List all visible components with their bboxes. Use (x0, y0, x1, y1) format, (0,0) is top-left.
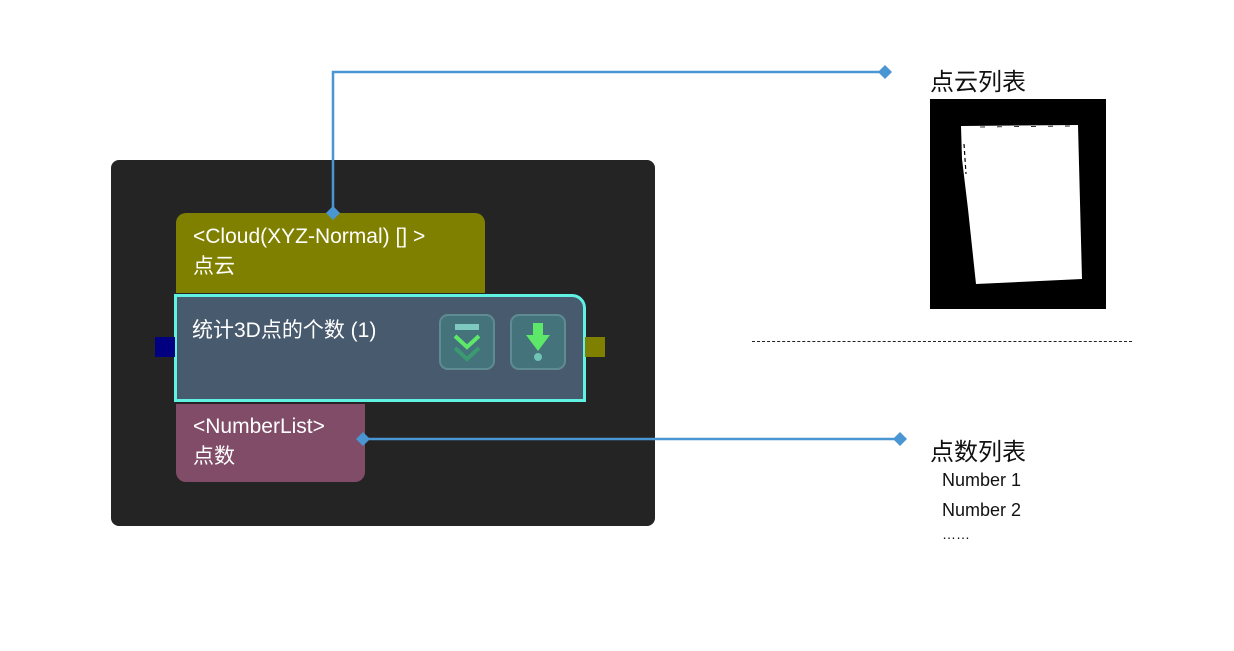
pointcloud-preview-image (930, 99, 1106, 309)
pointcloud-shape (961, 125, 1082, 284)
output-port-name: 点数 (193, 445, 235, 468)
collapse-button[interactable] (439, 314, 495, 370)
output-port[interactable]: <NumberList> 点数 (176, 404, 365, 482)
input-port[interactable]: <Cloud(XYZ-Normal) [] > 点云 (176, 213, 485, 293)
numberlist-connector-end-diamond (893, 432, 907, 446)
number-list-title: 点数列表 (930, 439, 1026, 466)
input-port-type: <Cloud(XYZ-Normal) [] > (193, 225, 426, 248)
pointcloud-list-title: 点云列表 (930, 69, 1026, 96)
output-port-type: <NumberList> (193, 415, 325, 438)
step-title: 统计3D点的个数 (1) (192, 319, 377, 342)
left-control-port[interactable] (155, 337, 175, 357)
collapse-chevrons-icon (453, 324, 481, 362)
right-control-port[interactable] (585, 337, 605, 357)
download-arrow-icon (526, 323, 550, 361)
pointcloud-connector-end-diamond (878, 65, 892, 79)
number-list-item: Number 2 (942, 500, 1022, 520)
input-port-name: 点云 (193, 255, 235, 278)
dotted-divider (752, 341, 1132, 342)
number-list-ellipsis: …… (942, 526, 970, 542)
number-list-item: Number 1 (942, 470, 1022, 490)
debug-output-button[interactable] (510, 314, 566, 370)
